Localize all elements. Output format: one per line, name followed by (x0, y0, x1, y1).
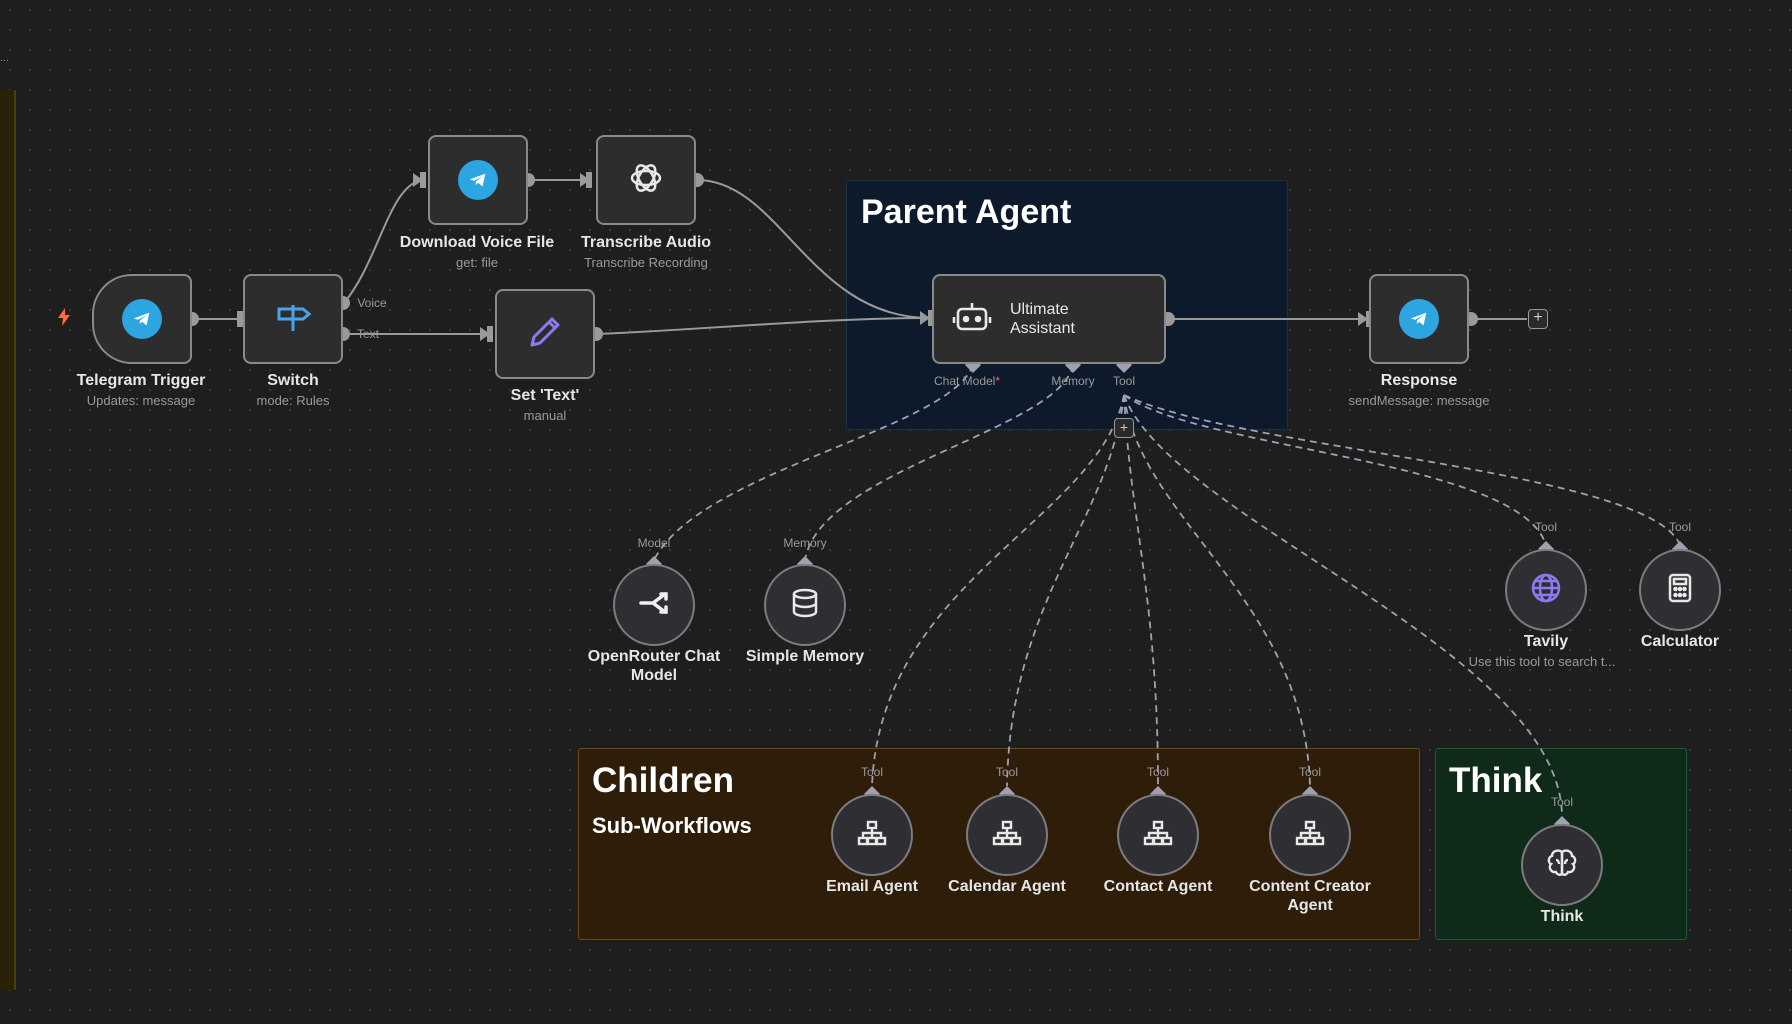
left-sticky-edge (0, 90, 16, 990)
openrouter-port-label: Model (637, 536, 671, 550)
globe-icon (1530, 572, 1562, 609)
node-switch[interactable] (243, 274, 343, 364)
wire-tool-tavily (1123, 394, 1547, 546)
wire-tool-content (1123, 394, 1311, 787)
node-openrouter-name-2: Model (630, 667, 678, 684)
brain-icon (1546, 848, 1578, 883)
node-think-name: Think (1540, 908, 1584, 925)
node-assistant-name-1: Ultimate (1010, 301, 1069, 318)
node-content-agent-name-2: Agent (1287, 897, 1333, 914)
node-transcribe-sub: Transcribe Recording (584, 255, 708, 270)
assistant-port-chat-model-label: Chat Model (933, 374, 996, 388)
node-tavily-name: Tavily (1523, 633, 1569, 650)
node-email-agent[interactable] (831, 794, 913, 876)
node-content-agent-name-1: Content Creator (1249, 878, 1371, 895)
calculator-port-label: Tool (1668, 520, 1692, 534)
assistant-tool-add-button[interactable]: + (1114, 418, 1134, 438)
sticky-children-subtitle: Sub-Workflows (592, 813, 752, 838)
wire-tool-think (1123, 394, 1563, 817)
wire-tool-email (871, 394, 1125, 787)
switch-output-voice-label: Voice (357, 296, 387, 310)
wire-tool-calculator (1123, 394, 1681, 546)
think-port-label: Tool (1550, 795, 1574, 809)
node-transcribe-name: Transcribe Audio (580, 234, 712, 251)
node-telegram-trigger-sub: Updates: message (86, 393, 196, 408)
node-calculator[interactable] (1639, 549, 1721, 631)
node-response-sub: sendMessage: message (1348, 393, 1490, 408)
wire-transcribe-assistant (696, 179, 931, 319)
node-openrouter-name-1: OpenRouter Chat (587, 648, 721, 665)
node-set-text-sub: manual (523, 408, 567, 423)
email-agent-port-label: Tool (860, 765, 884, 779)
openai-icon (625, 157, 667, 204)
node-download-voice-name: Download Voice File (399, 234, 555, 251)
node-response-name: Response (1380, 372, 1458, 389)
sticky-parent-title: Parent Agent (861, 193, 1072, 231)
sitemap-icon (857, 820, 887, 851)
node-set-text-name: Set 'Text' (510, 387, 580, 404)
trigger-bolt-icon (57, 308, 71, 331)
wire-chatmodel-openrouter (653, 364, 974, 561)
node-contact-agent[interactable] (1117, 794, 1199, 876)
node-switch-name: Switch (267, 372, 319, 389)
telegram-icon (458, 160, 498, 200)
node-think[interactable] (1521, 824, 1603, 906)
contact-agent-port-label: Tool (1146, 765, 1170, 779)
node-response[interactable] (1369, 274, 1469, 364)
wire-memory-simplememory (804, 364, 1074, 561)
node-telegram-trigger[interactable] (92, 274, 192, 364)
content-agent-port-label: Tool (1298, 765, 1322, 779)
sticky-children-title: Children (592, 761, 734, 800)
sitemap-icon (1143, 820, 1173, 851)
node-contact-agent-name: Contact Agent (1103, 878, 1213, 895)
node-download-voice-sub: get: file (456, 255, 498, 270)
wire-settext-assistant (595, 317, 931, 335)
telegram-icon (1399, 299, 1439, 339)
node-simple-memory-name: Simple Memory (745, 648, 865, 665)
openrouter-icon (637, 590, 671, 621)
sitemap-icon (1295, 820, 1325, 851)
sitemap-icon (992, 820, 1022, 851)
calendar-agent-port-label: Tool (995, 765, 1019, 779)
memory-port-label: Memory (783, 536, 827, 550)
node-ultimate-assistant[interactable]: Ultimate Assistant (932, 274, 1166, 364)
database-icon (791, 588, 819, 623)
node-email-agent-name: Email Agent (826, 878, 918, 895)
node-download-voice-file[interactable] (428, 135, 528, 225)
node-tavily[interactable] (1505, 549, 1587, 631)
wire-tool-contact (1123, 394, 1159, 787)
node-calendar-agent[interactable] (966, 794, 1048, 876)
add-next-node-button[interactable]: + (1528, 309, 1548, 329)
assistant-port-chat-model-required: * (995, 374, 1001, 388)
switch-output-text-label: Text (356, 327, 380, 341)
node-set-text[interactable] (495, 289, 595, 379)
node-switch-sub: mode: Rules (256, 393, 330, 408)
assistant-port-chat-model[interactable]: Chat Model* (934, 374, 1000, 388)
node-openrouter-chat-model[interactable] (613, 564, 695, 646)
pencil-icon (524, 311, 566, 358)
robot-icon (952, 299, 992, 340)
sticky-think-title: Think (1449, 761, 1543, 800)
assistant-port-memory[interactable]: Memory (1051, 374, 1095, 388)
wire-tool-calendar (1006, 394, 1125, 787)
tavily-port-label: Tool (1534, 520, 1558, 534)
telegram-icon (122, 299, 162, 339)
node-telegram-trigger-name: Telegram Trigger (76, 372, 206, 389)
node-calendar-agent-name: Calendar Agent (948, 878, 1066, 895)
node-content-creator-agent[interactable] (1269, 794, 1351, 876)
signpost-icon (273, 299, 313, 340)
calculator-icon (1667, 573, 1693, 608)
assistant-port-tool[interactable]: Tool (1112, 374, 1136, 388)
node-simple-memory[interactable] (764, 564, 846, 646)
top-left-mark: ... (0, 52, 10, 64)
node-tavily-sub: Use this tool to search t... (1468, 654, 1616, 669)
node-calculator-name: Calculator (1640, 633, 1720, 650)
node-assistant-name-2: Assistant (1010, 320, 1075, 337)
node-transcribe-audio[interactable] (596, 135, 696, 225)
